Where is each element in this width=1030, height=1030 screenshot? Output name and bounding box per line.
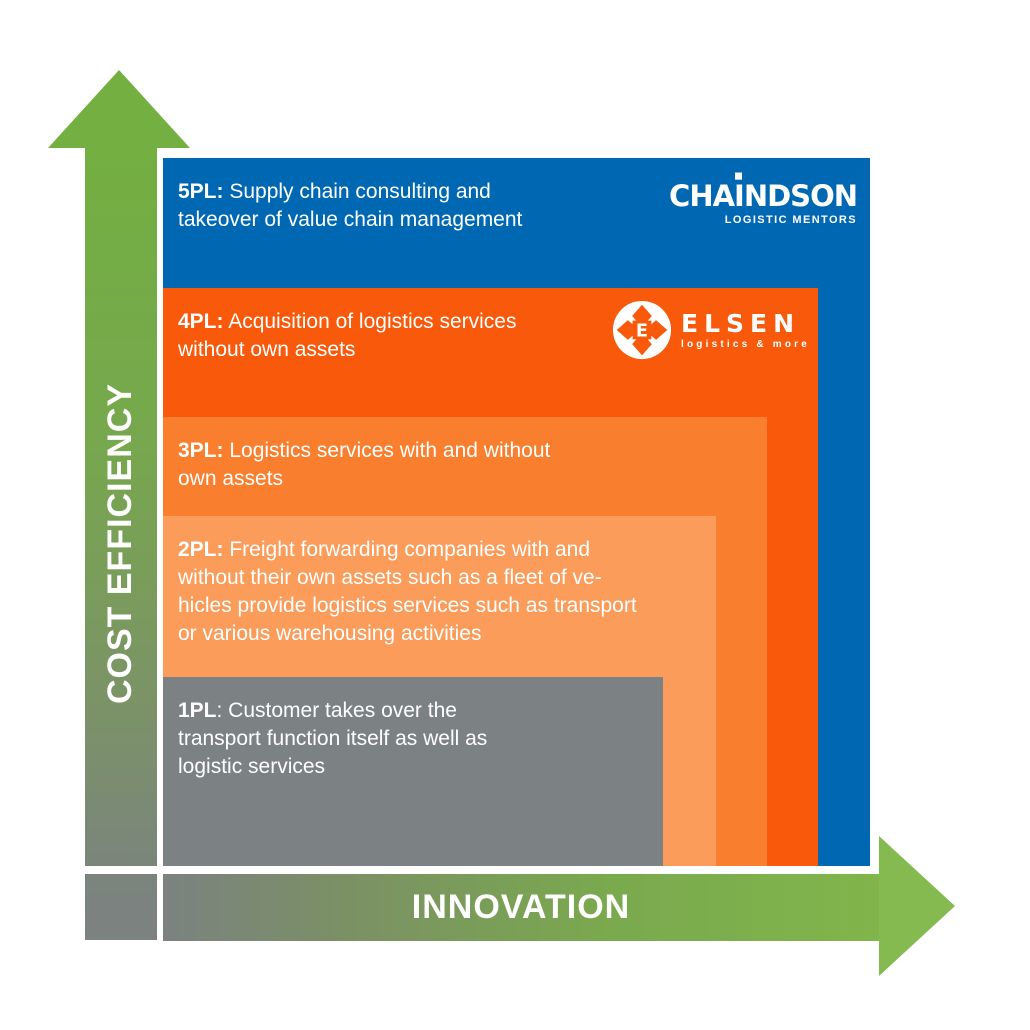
text-line-rest: Supply chain consulting and <box>223 180 491 203</box>
layer-5pl-description: 5PL: Supply chain consulting and takeove… <box>163 158 870 234</box>
elsen-monogram: E <box>636 320 648 341</box>
text-line-rest: : Customer takes over the <box>216 699 457 722</box>
text-line: or various warehousing activities <box>178 622 482 645</box>
text-line: takeover of value chain management <box>178 208 523 231</box>
text-line-rest: Acquisition of logistics services <box>223 310 517 333</box>
chaindson-tagline: LOGISTIC MENTORS <box>724 214 857 226</box>
elsen-wordmark: ELSEN <box>681 308 801 338</box>
elsen-tagline: logistics & more <box>681 338 810 350</box>
cost-axis-label-wrap: COST EFFICIENCY <box>85 147 157 940</box>
layer-2pl-label: 2PL: <box>178 538 224 561</box>
layer-5pl-label: 5PL: <box>178 180 224 203</box>
text-line: without own assets <box>178 338 356 361</box>
innovation-axis-shaft: INNOVATION <box>163 874 879 941</box>
text-line-rest: Logistics services with and without <box>223 439 551 462</box>
cost-efficiency-axis-label: COST EFFICIENCY <box>101 382 140 705</box>
chaindson-logo: CHAINDSON LOGISTIC MENTORS <box>669 172 858 226</box>
chaindson-logo-dot-icon <box>735 172 743 180</box>
text-line-rest: Freight forwarding companies with and <box>223 538 591 561</box>
text-line: 2PL: Freight forwarding companies with a… <box>178 536 702 564</box>
text-line: transport function itself as well as <box>178 727 488 750</box>
chaindson-wordmark: CHAINDSON <box>669 172 858 214</box>
layer-1pl: 1PL: Customer takes over the transport f… <box>163 677 663 866</box>
layer-4pl-label: 4PL: <box>178 310 224 333</box>
innovation-axis-label: INNOVATION <box>411 888 631 926</box>
text-line: own assets <box>178 467 284 490</box>
layer-3pl-description: 3PL: Logistics services with and without… <box>163 417 767 493</box>
elsen-logo: E ELSEN logistics & more <box>612 300 810 360</box>
elsen-logo-text: ELSEN logistics & more <box>681 311 810 350</box>
text-line: logistic services <box>178 755 326 778</box>
text-line: 1PL: Customer takes over the <box>178 697 649 725</box>
text-line: 5PL: Supply chain consulting and <box>178 178 856 206</box>
cost-axis-shaft <box>85 147 157 940</box>
layer-3pl-label: 3PL: <box>178 439 224 462</box>
layer-1pl-label: 1PL <box>178 699 217 722</box>
cost-axis-arrowhead-icon <box>48 70 190 148</box>
innovation-axis-arrowhead-icon <box>879 836 955 976</box>
text-line: 3PL: Logistics services with and without <box>178 437 753 465</box>
text-line: 4PL: Acquisition of logistics services <box>178 308 804 336</box>
layer-1pl-description: 1PL: Customer takes over the transport f… <box>163 677 663 781</box>
layer-2pl-description: 2PL: Freight forwarding companies with a… <box>163 516 716 648</box>
text-line: without their own assets such as a fleet… <box>178 566 602 589</box>
elsen-compass-icon: E <box>612 300 672 360</box>
layer-4pl-description: 4PL: Acquisition of logistics services w… <box>163 288 818 364</box>
text-line: hicles provide logistics services such a… <box>178 594 637 617</box>
chaindson-wordmark-text: CHAINDSON <box>669 178 858 214</box>
axis-cross-gap <box>85 866 157 874</box>
